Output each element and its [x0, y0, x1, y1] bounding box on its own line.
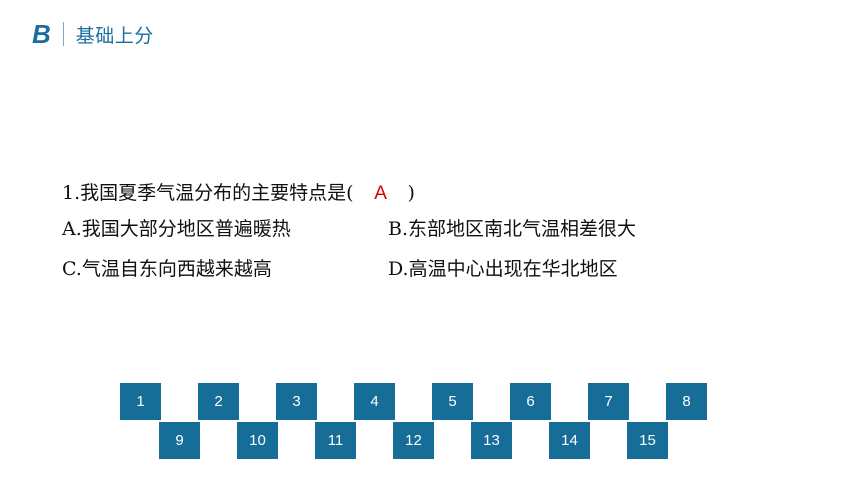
- option-d: D.高温中心出现在华北地区: [388, 258, 618, 280]
- nav-button-1[interactable]: 1: [120, 383, 161, 420]
- header-divider: [62, 22, 64, 46]
- nav-button-12[interactable]: 12: [393, 422, 434, 459]
- nav-button-2[interactable]: 2: [198, 383, 239, 420]
- nav-button-5[interactable]: 5: [432, 383, 473, 420]
- question-stem: 1.我国夏季气温分布的主要特点是( A): [62, 175, 762, 211]
- section-letter: B: [32, 19, 51, 49]
- nav-button-7[interactable]: 7: [588, 383, 629, 420]
- nav-button-10[interactable]: 10: [237, 422, 278, 459]
- nav-button-14[interactable]: 14: [549, 422, 590, 459]
- nav-button-6[interactable]: 6: [510, 383, 551, 420]
- nav-button-13[interactable]: 13: [471, 422, 512, 459]
- nav-button-15[interactable]: 15: [627, 422, 668, 459]
- option-a: A.我国大部分地区普遍暖热: [62, 218, 291, 240]
- nav-button-3[interactable]: 3: [276, 383, 317, 420]
- nav-button-4[interactable]: 4: [354, 383, 395, 420]
- option-c: C.气温自东向西越来越高: [62, 258, 272, 280]
- nav-button-9[interactable]: 9: [159, 422, 200, 459]
- nav-button-8[interactable]: 8: [666, 383, 707, 420]
- question-stem-text: 1.我国夏季气温分布的主要特点是(: [62, 182, 354, 204]
- option-b: B.东部地区南北气温相差很大: [388, 218, 637, 240]
- section-header: B 基础上分: [32, 18, 154, 50]
- nav-button-11[interactable]: 11: [315, 422, 356, 459]
- answer-text: A: [374, 183, 387, 204]
- section-title: 基础上分: [75, 24, 154, 47]
- question-block: 1.我国夏季气温分布的主要特点是( A) A.我国大部分地区普遍暖热 B.东部地区…: [62, 175, 762, 287]
- option-list: A.我国大部分地区普遍暖热 B.东部地区南北气温相差很大 C.气温自东向西越来越…: [62, 211, 762, 287]
- question-stem-close: ): [407, 182, 415, 204]
